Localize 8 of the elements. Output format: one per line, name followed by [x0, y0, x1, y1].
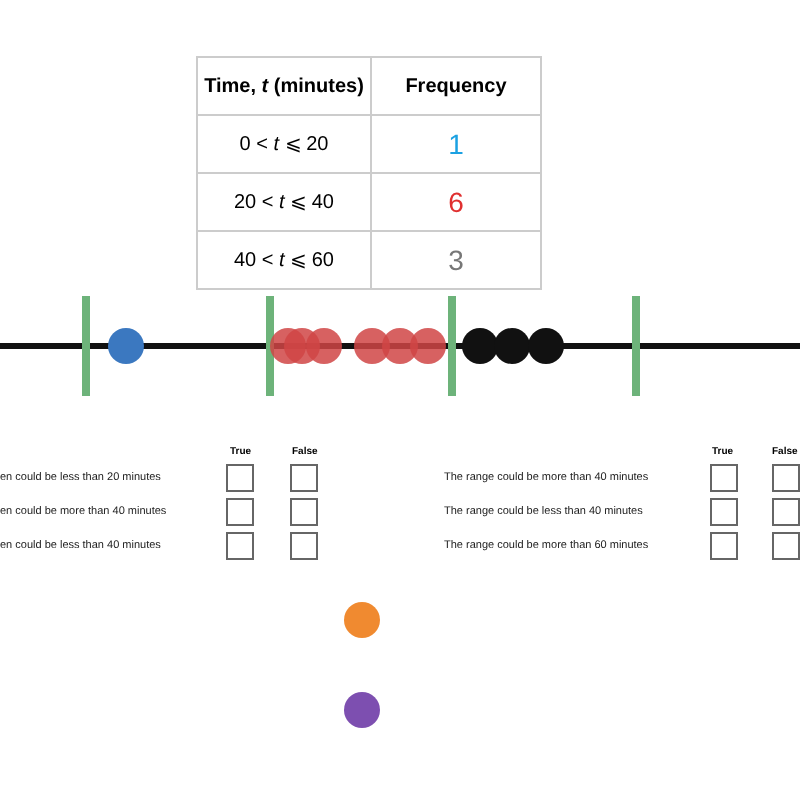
table-cell: 0 < t ⩽ 20 [197, 115, 371, 173]
table-cell: 1 [371, 115, 541, 173]
header-cell: Time, t (minutes) [197, 57, 371, 115]
table-cell: 40 < t ⩽ 60 [197, 231, 371, 289]
header-cell: Frequency [371, 57, 541, 115]
table-cell: 6 [371, 173, 541, 231]
table-cell: 3 [371, 231, 541, 289]
table-cell: 20 < t ⩽ 40 [197, 173, 371, 231]
